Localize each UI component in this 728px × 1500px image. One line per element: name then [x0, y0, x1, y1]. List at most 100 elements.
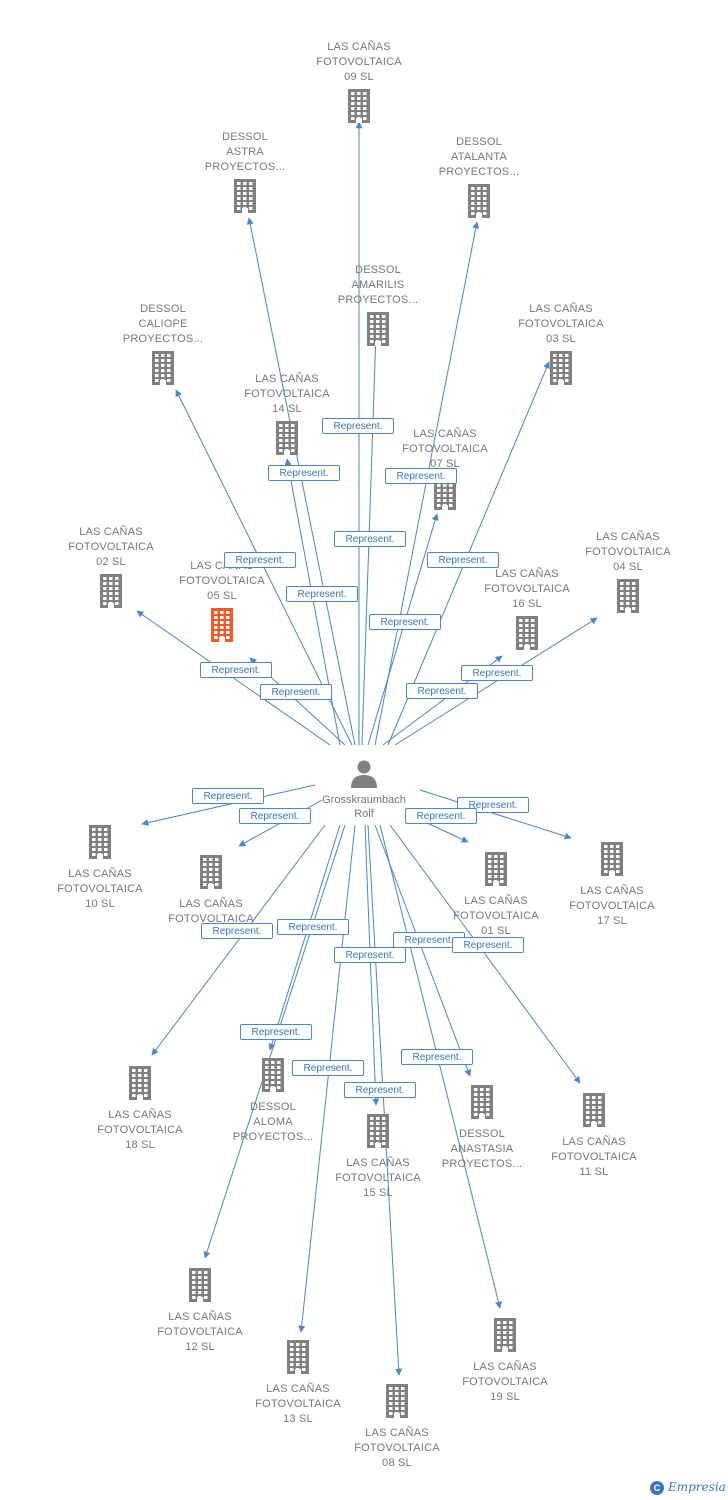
person-name-line2: Rolf [354, 808, 374, 820]
represent-label[interactable]: Represent. [224, 552, 296, 568]
company-label-line: FOTOVOLTAICA [97, 1124, 183, 1136]
represent-label[interactable]: Represent. [344, 1082, 416, 1098]
company-label-line: 15 SL [363, 1187, 393, 1199]
company-label-line: 17 SL [597, 915, 627, 927]
edge-line [364, 824, 380, 1106]
company-label-line: FOTOVOLTAICA [255, 1398, 341, 1410]
company-label-line: LAS CAÑAS [473, 1361, 537, 1373]
represent-label[interactable]: Represent. [239, 808, 311, 824]
building-icon [386, 1384, 408, 1418]
company-node-caliope[interactable]: DESSOL CALIOPE PROYECTOS... [103, 302, 223, 387]
building-icon [262, 1058, 284, 1092]
represent-label[interactable]: Represent. [369, 614, 441, 630]
company-label-line: LAS CAÑAS [327, 41, 391, 53]
company-label-line: PROYECTOS... [232, 1131, 314, 1143]
company-label-line: DESSOL [250, 1101, 296, 1113]
represent-label[interactable]: Represent. [322, 418, 394, 434]
represent-label[interactable]: Represent. [406, 683, 478, 699]
company-label-line: LAS CAÑAS [168, 1311, 232, 1323]
represent-label[interactable]: Represent. [200, 662, 272, 678]
company-label-line: FOTOVOLTAICA [551, 1151, 637, 1163]
company-label-line: CALIOPE [138, 318, 188, 330]
company-label-line: LAS CAÑAS [464, 895, 528, 907]
company-label-line: 07 SL [430, 458, 460, 470]
represent-label[interactable]: Represent. [393, 932, 465, 948]
building-icon [485, 852, 507, 886]
represent-label[interactable]: Represent. [461, 665, 533, 681]
edge-line [419, 789, 572, 840]
company-label-line: FOTOVOLTAICA [484, 583, 570, 595]
represent-label[interactable]: Represent. [277, 919, 349, 935]
building-icon [129, 1066, 151, 1100]
building-icon [89, 825, 111, 859]
represent-label[interactable]: Represent. [201, 923, 273, 939]
edge-line [151, 824, 326, 1056]
company-label-line: 19 SL [490, 1391, 520, 1403]
represent-label[interactable]: Represent. [192, 788, 264, 804]
company-label-line: FOTOVOLTAICA [316, 56, 402, 68]
represent-label[interactable]: Represent. [286, 586, 358, 602]
represent-label[interactable]: Represent. [334, 947, 406, 963]
represent-label[interactable]: Represent. [268, 465, 340, 481]
represent-label[interactable]: Represent. [260, 684, 332, 700]
represent-label[interactable]: Represent. [385, 468, 457, 484]
company-label-line: PROYECTOS... [122, 333, 204, 345]
company-label-line: 05 SL [207, 590, 237, 602]
company-node-aloma[interactable]: DESSOL ALOMA PROYECTOS... [213, 1058, 333, 1145]
company-label-line: DESSOL [140, 303, 186, 315]
represent-label[interactable]: Represent. [334, 531, 406, 547]
company-label-line: FOTOVOLTAICA [157, 1326, 243, 1338]
represent-label[interactable]: Represent. [292, 1060, 364, 1076]
building-icon [516, 616, 538, 650]
company-label-line: 10 SL [85, 898, 115, 910]
company-node-c12[interactable]: LAS CAÑAS FOTOVOLTAICA 12 SL [140, 1268, 260, 1355]
building-icon [434, 476, 456, 510]
building-icon [583, 1093, 605, 1127]
company-label-line: 14 SL [272, 403, 302, 415]
company-label-line: PROYECTOS... [337, 294, 419, 306]
company-label-line: 02 SL [96, 556, 126, 568]
company-label-line: LAS CAÑAS [529, 303, 593, 315]
building-icon [200, 855, 222, 889]
represent-label[interactable]: Represent. [452, 937, 524, 953]
edge-line [203, 824, 346, 1259]
company-label-line: LAS CAÑAS [108, 1109, 172, 1121]
company-label-line: 16 SL [512, 598, 542, 610]
center-person-node[interactable]: Grosskraumbach Rolf [299, 758, 429, 821]
company-label-line: ANASTASIA [450, 1143, 514, 1155]
company-label-line: 08 SL [382, 1457, 412, 1469]
company-label-line: ALOMA [253, 1116, 293, 1128]
represent-label[interactable]: Represent. [240, 1024, 312, 1040]
company-label-line: LAS CAÑAS [346, 1157, 410, 1169]
company-label-line: 01 SL [481, 925, 511, 937]
represent-label[interactable]: Represent. [401, 1049, 473, 1065]
company-label-line: PROYECTOS... [438, 166, 520, 178]
company-label-line: 12 SL [185, 1341, 215, 1353]
represent-label[interactable]: Represent. [427, 552, 499, 568]
company-label-line: PROYECTOS... [204, 161, 286, 173]
company-label-line: LAS CAÑAS [580, 885, 644, 897]
represent-label[interactable]: Represent. [405, 808, 477, 824]
company-label-line: DESSOL [355, 264, 401, 276]
